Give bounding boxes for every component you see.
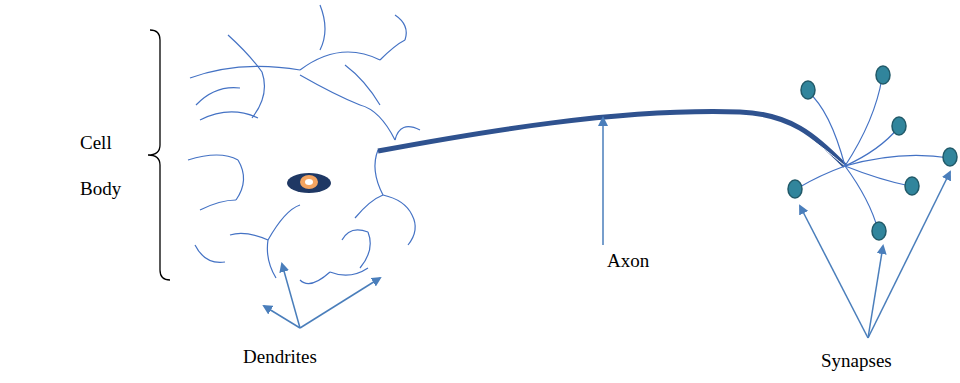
synapse-terminals bbox=[788, 66, 957, 240]
part-label: Dendrites bbox=[243, 346, 317, 368]
cell-body-bracket bbox=[148, 30, 170, 280]
part-label: Synapses bbox=[821, 350, 892, 372]
nucleus bbox=[287, 173, 331, 193]
part-label: Axon bbox=[607, 250, 649, 272]
part-label: Cell Body bbox=[80, 120, 130, 212]
nucleolus-center bbox=[305, 179, 313, 185]
axon bbox=[378, 112, 845, 166]
axon-highlight bbox=[790, 128, 845, 166]
axon-terminals bbox=[798, 78, 950, 230]
leader-arrows bbox=[264, 118, 950, 338]
dendrites bbox=[188, 5, 420, 284]
nucleolus bbox=[300, 175, 318, 189]
